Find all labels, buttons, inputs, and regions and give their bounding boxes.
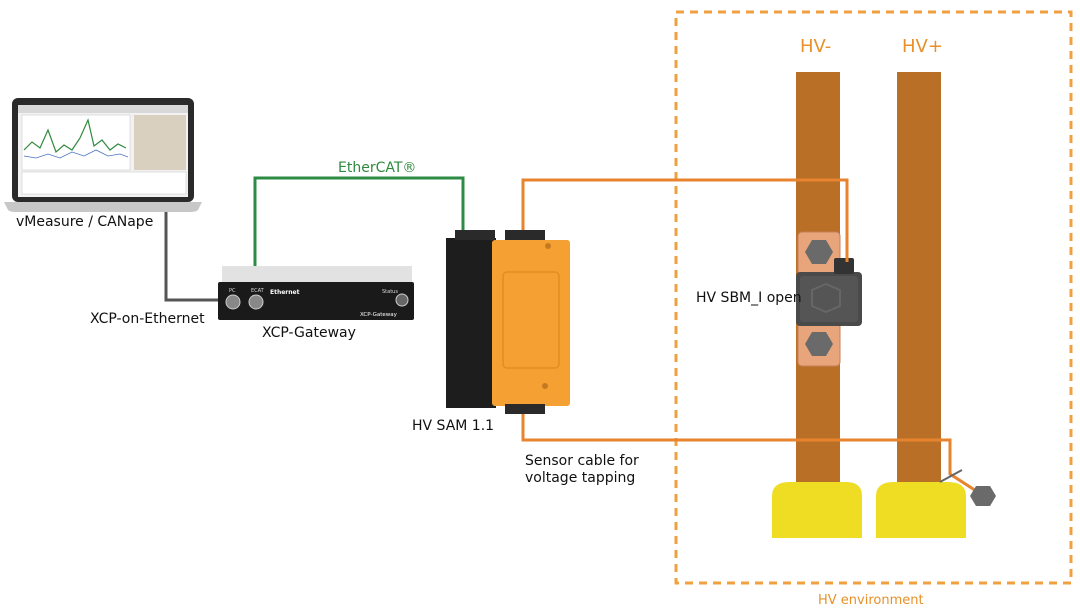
sbm-sensor-face <box>800 276 858 322</box>
busbar-hv-plus <box>897 72 941 492</box>
hv-environment-border <box>674 10 1073 585</box>
ethercat-label: EtherCAT® <box>338 160 417 176</box>
software-table-panel <box>21 171 187 195</box>
xcp-gateway-label: XCP-Gateway <box>262 325 356 341</box>
hv-sam-label: HV SAM 1.1 <box>412 418 495 434</box>
sensor-cable-top <box>521 178 849 262</box>
sam-side-panel <box>446 238 496 408</box>
sam-top-connector-left <box>455 230 495 240</box>
gateway-label-pc: PC <box>229 288 236 294</box>
software-plot-panel <box>21 114 131 171</box>
ethernet-cable <box>164 205 233 302</box>
gateway-label-ethernet: Ethernet <box>270 289 300 296</box>
software-plot-line-2 <box>23 149 129 159</box>
hv-sbm-label: HV SBM_I open <box>696 290 802 306</box>
sam-top-connector-right <box>505 230 545 240</box>
bolt-icon-bottom <box>805 332 833 356</box>
sbm-logo-icon <box>811 282 841 314</box>
terminal-hv-plus <box>876 482 966 538</box>
hv-plus-label: HV+ <box>902 36 943 57</box>
software-plot-line <box>23 118 127 154</box>
sam-bottom-connector <box>505 404 545 414</box>
software-toolbar <box>18 105 188 113</box>
gateway-port-ecat <box>248 294 264 310</box>
gateway-status-led <box>395 293 409 307</box>
tap-bolt-icon <box>970 486 996 506</box>
xcp-on-ethernet-label: XCP-on-Ethernet <box>90 311 205 327</box>
gateway-brand-text: XCP-Gateway <box>360 312 398 318</box>
gateway-top-rail <box>222 266 412 284</box>
gateway-body <box>218 282 414 320</box>
sam-screw-icon <box>545 243 551 249</box>
software-map-panel <box>134 115 186 170</box>
vmeasure-label: vMeasure / CANape <box>16 214 154 230</box>
sensor-cable-label: Sensor cable for voltage tapping <box>525 453 639 486</box>
terminal-hv-minus <box>772 482 862 538</box>
sbm-connector <box>834 258 854 274</box>
hv-minus-label: HV- <box>800 36 832 57</box>
gateway-label-ecat: ECAT <box>251 288 265 294</box>
sam-screw-icon <box>542 383 548 389</box>
sensor-cable-bottom <box>521 412 985 498</box>
gateway-port-pc <box>225 294 241 310</box>
ethercat-cable <box>253 176 465 290</box>
laptop-base <box>4 202 202 212</box>
bolt-icon-top <box>805 240 833 264</box>
hv-environment-label: HV environment <box>818 593 924 608</box>
sam-module-body <box>492 240 570 406</box>
tap-lead <box>939 469 963 483</box>
gateway-label-status: Status <box>382 289 398 295</box>
sam-embossed-logo-icon <box>502 271 560 369</box>
